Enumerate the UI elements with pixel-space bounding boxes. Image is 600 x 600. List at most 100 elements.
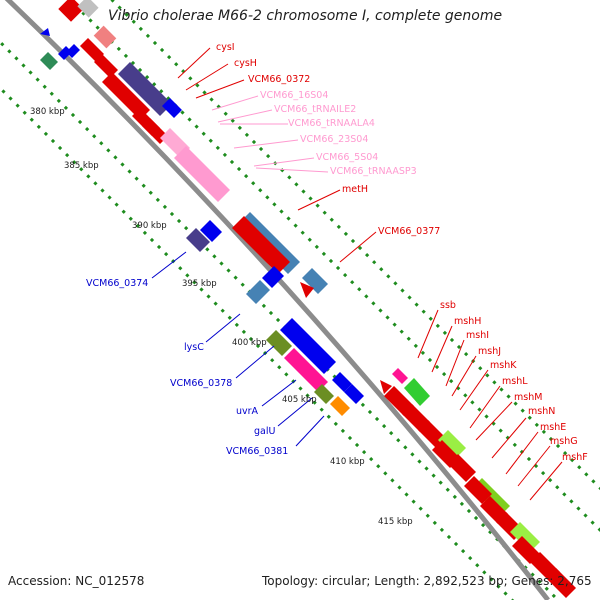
- gene-label[interactable]: VCM66_0378: [170, 378, 232, 389]
- gene-label[interactable]: ssb: [440, 300, 456, 311]
- gene-label[interactable]: mshJ: [478, 346, 501, 357]
- gene-label[interactable]: VCM66_0372: [248, 74, 310, 85]
- leader-line: [261, 379, 297, 407]
- gene-feature: [80, 38, 104, 62]
- leader-line: [505, 431, 539, 475]
- leader-line: [339, 231, 377, 263]
- track-guide-outer-minus: [0, 39, 561, 600]
- gene-feature: [546, 568, 576, 598]
- gene-label[interactable]: mshL: [502, 376, 528, 387]
- tick-label: 390 kbp: [132, 221, 167, 231]
- gene-label[interactable]: VCM66_5S04: [316, 152, 378, 163]
- gene-feature: [302, 268, 328, 294]
- gene-features: [40, 0, 576, 598]
- gene-feature: [332, 372, 352, 392]
- leader-line: [445, 339, 465, 387]
- tick-label: 395 kbp: [182, 279, 217, 289]
- gene-label[interactable]: metH: [342, 184, 368, 195]
- gene-feature: [93, 25, 117, 49]
- gene-label[interactable]: VCM66_tRNAASP3: [330, 166, 417, 177]
- leader-line: [417, 309, 439, 359]
- blue-gene-labels: VCM66_0374 lysC VCM66_0378 uvrA galU VCM…: [86, 278, 288, 457]
- gene-label[interactable]: VCM66_0377: [378, 226, 440, 237]
- track-guide-inner-plus: [67, 0, 600, 533]
- gene-feature: [510, 522, 540, 552]
- map-title: Vibrio cholerae M66-2 chromosome I, comp…: [108, 8, 503, 24]
- leader-line: [151, 251, 187, 279]
- leader-line: [451, 355, 477, 397]
- gene-label[interactable]: mshI: [466, 330, 489, 341]
- genome-summary: Topology: circular; Length: 2,892,523 bp…: [262, 574, 592, 588]
- gene-feature: [266, 330, 292, 356]
- leader-line: [253, 157, 315, 167]
- leader-line: [211, 95, 259, 111]
- track-guide-outer-plus: [109, 0, 600, 491]
- accession-text: Accession: NC_012578: [8, 574, 145, 588]
- track-guide-inner-minus: [0, 85, 515, 600]
- leader-line: [235, 345, 275, 379]
- gene-label[interactable]: mshF: [562, 452, 588, 463]
- gene-feature: [280, 318, 336, 374]
- gene-feature: [40, 28, 50, 36]
- gene-label[interactable]: mshM: [514, 392, 542, 403]
- gene-feature: [380, 380, 392, 394]
- gene-label[interactable]: mshN: [528, 406, 555, 417]
- gene-label[interactable]: VCM66_23S04: [300, 134, 368, 145]
- gene-feature: [344, 384, 364, 404]
- gene-feature: [77, 0, 99, 18]
- tick-label: 385 kbp: [64, 161, 99, 171]
- gene-label[interactable]: mshH: [454, 316, 481, 327]
- gene-label[interactable]: cysH: [234, 58, 257, 69]
- leader-line: [491, 417, 527, 459]
- leader-line: [185, 63, 229, 91]
- gene-feature: [384, 386, 414, 416]
- leader-line: [529, 461, 563, 501]
- tick-labels: 380 kbp 385 kbp 390 kbp 395 kbp 400 kbp …: [30, 107, 413, 527]
- gene-feature: [200, 220, 222, 242]
- gene-feature: [464, 476, 492, 504]
- gene-label[interactable]: mshK: [490, 360, 517, 371]
- leader-line: [177, 47, 211, 79]
- gene-feature: [174, 146, 230, 202]
- gene-label[interactable]: VCM66_tRNAALA4: [288, 118, 375, 129]
- leader-line: [255, 167, 329, 173]
- leader-line: [459, 369, 489, 411]
- leader-line: [297, 189, 341, 211]
- gene-feature: [118, 62, 172, 116]
- tick-label: 415 kbp: [378, 517, 413, 527]
- gene-feature: [404, 378, 430, 406]
- gene-feature: [262, 266, 284, 288]
- leader-line: [277, 397, 313, 427]
- gene-feature: [232, 216, 290, 274]
- tick-label: 405 kbp: [282, 395, 317, 405]
- gene-label[interactable]: galU: [254, 426, 275, 437]
- gene-label[interactable]: mshG: [550, 436, 578, 447]
- genome-backbone: [4, 0, 550, 600]
- gene-feature: [162, 98, 182, 118]
- gene-label[interactable]: VCM66_tRNAILE2: [274, 104, 356, 115]
- tick-label: 410 kbp: [330, 457, 365, 467]
- gene-label[interactable]: mshE: [540, 422, 566, 433]
- gene-label[interactable]: cysI: [216, 42, 235, 53]
- leader-line: [195, 79, 245, 99]
- gene-label[interactable]: VCM66_0374: [86, 278, 148, 289]
- tick-label: 400 kbp: [232, 338, 267, 348]
- gene-label[interactable]: VCM66_16S04: [260, 90, 328, 101]
- leader-line: [217, 109, 273, 123]
- leader-line: [431, 325, 453, 373]
- leader-line: [475, 401, 513, 441]
- gene-label[interactable]: lysC: [184, 342, 204, 353]
- gene-feature: [314, 384, 334, 404]
- gene-feature: [300, 282, 314, 298]
- gene-label[interactable]: uvrA: [236, 406, 259, 417]
- tick-label: 380 kbp: [30, 107, 65, 117]
- leader-line: [295, 415, 325, 447]
- gene-feature: [186, 228, 210, 252]
- leader-line: [205, 313, 241, 343]
- gene-feature: [512, 536, 540, 564]
- gene-label[interactable]: VCM66_0381: [226, 446, 288, 457]
- gene-feature: [284, 348, 328, 392]
- gene-feature: [438, 430, 466, 458]
- gene-feature: [58, 0, 84, 22]
